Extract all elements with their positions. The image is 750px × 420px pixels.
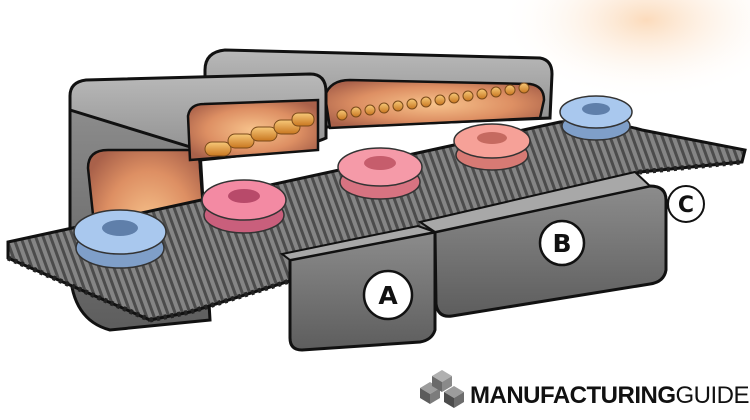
part-hot-2	[337, 147, 423, 200]
zone-label-b: B	[538, 219, 586, 267]
tank-a	[279, 224, 439, 352]
part-cold-exit	[559, 95, 633, 141]
brand-name-light: GUIDE	[675, 382, 749, 409]
brand-name: MANUFACTURINGGUIDE	[470, 382, 749, 409]
brand-logo: MANUFACTURINGGUIDE	[420, 370, 750, 409]
zone-label-b-text: B	[552, 229, 571, 258]
brand-name-bold: MANUFACTURING	[470, 382, 675, 409]
zone-label-c: C	[667, 185, 705, 223]
part-hot-1	[201, 179, 287, 234]
zone-label-c-text: C	[678, 193, 694, 218]
heater-rods-rear	[336, 82, 530, 121]
zone-label-a-text: A	[378, 281, 398, 310]
cube-cluster-icon	[420, 370, 464, 408]
heater-rods-front	[204, 112, 315, 157]
part-cold-entry	[73, 209, 167, 269]
part-hot-3	[453, 123, 531, 171]
zone-label-a: A	[362, 269, 414, 321]
